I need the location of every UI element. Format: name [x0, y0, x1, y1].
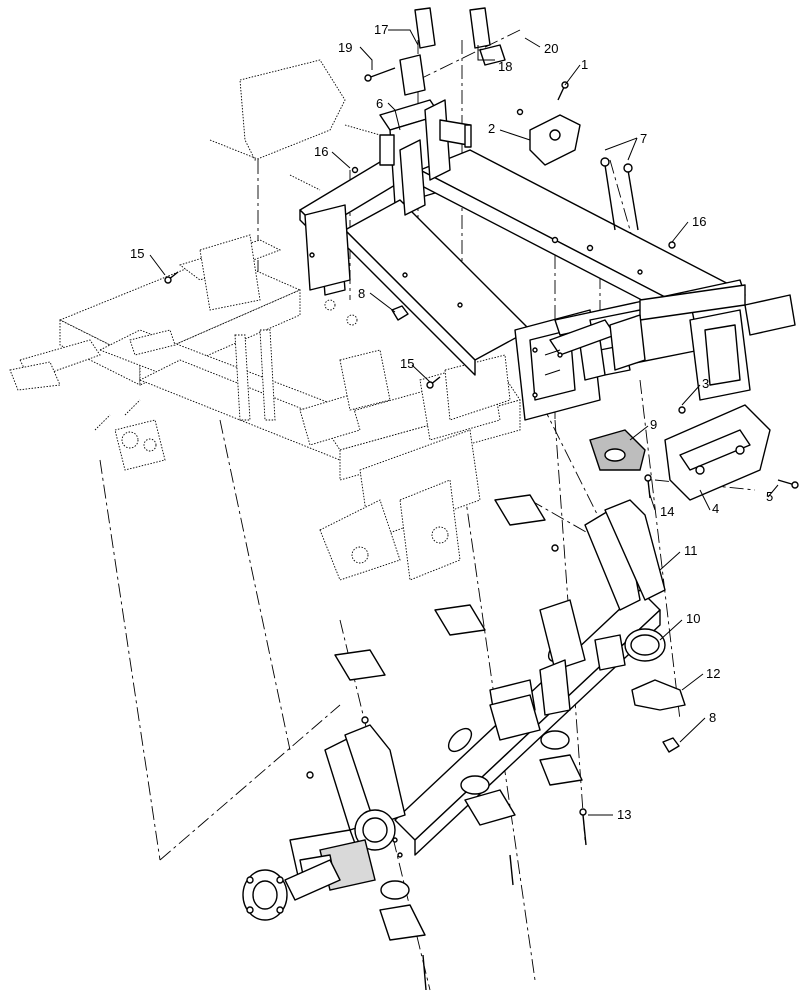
callout-14: 14 — [660, 504, 674, 519]
callout-18: 18 — [498, 59, 512, 74]
callout-5: 5 — [766, 489, 773, 504]
callout-4: 4 — [712, 501, 719, 516]
leader-lines — [149, 29, 779, 816]
callout-15-center: 15 — [400, 356, 414, 371]
callout-11: 11 — [684, 543, 698, 558]
callout-2: 2 — [488, 121, 495, 136]
loose-parts — [164, 7, 799, 991]
callout-16-top: 16 — [314, 144, 328, 159]
callout-6: 6 — [376, 96, 383, 111]
callout-16-right: 16 — [692, 214, 706, 229]
callout-13: 13 — [617, 807, 631, 822]
callout-10: 10 — [686, 611, 700, 626]
callout-17: 17 — [374, 22, 388, 37]
main-frame — [299, 99, 796, 421]
bracket-17 — [414, 7, 436, 49]
callout-19: 19 — [338, 40, 352, 55]
nut-8 — [391, 305, 409, 321]
callout-3: 3 — [702, 376, 709, 391]
callout-8-top: 8 — [358, 286, 365, 301]
callout-numbers: 17 19 20 18 1 6 2 7 16 16 15 8 15 3 9 5 … — [130, 22, 773, 822]
callout-12: 12 — [706, 666, 720, 681]
callout-15-left: 15 — [130, 246, 144, 261]
clamp-12 — [631, 679, 686, 711]
callout-20: 20 — [544, 41, 558, 56]
callout-7: 7 — [640, 131, 647, 146]
callout-1: 1 — [581, 57, 588, 72]
callout-8-bottom: 8 — [709, 710, 716, 725]
axle-assembly — [242, 499, 666, 921]
callout-9: 9 — [650, 417, 657, 432]
